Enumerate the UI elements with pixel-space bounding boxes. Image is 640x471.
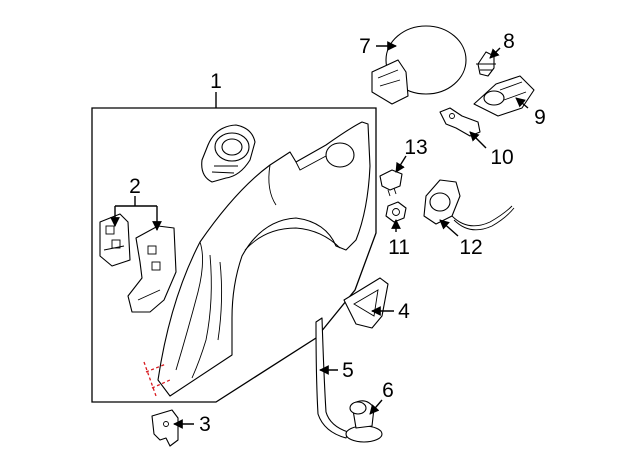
callout-7: 7 [359,35,371,58]
callout-labels: 1 2 3 4 5 6 7 8 9 10 11 12 13 [129,30,546,436]
nut [385,201,407,223]
leader-6 [369,399,383,415]
leader-12 [439,219,459,237]
callout-4: 4 [398,300,410,323]
callout-3: 3 [199,413,211,436]
callout-9: 9 [534,106,546,129]
hinge [439,107,481,137]
lower-bracket [151,409,179,447]
callout-13: 13 [404,136,427,159]
bracket-right [127,225,177,313]
quarter-panel [157,121,371,397]
actuator [473,75,535,117]
push-clip [379,169,403,197]
callout-12: 12 [459,236,482,259]
callout-2: 2 [129,175,141,198]
quarter-panel-assembly-box [91,107,377,403]
leader-9 [515,97,529,109]
fuel-door [371,25,467,105]
leader-13 [395,155,407,173]
callout-1: 1 [210,70,222,93]
callout-6: 6 [382,379,394,402]
leader-8 [489,47,501,59]
callout-5: 5 [342,359,354,382]
grommet [345,400,383,443]
release-cable [423,179,515,231]
callout-11: 11 [388,236,410,259]
leader-10 [469,131,487,149]
leader-lines [110,41,529,429]
callout-10: 10 [490,146,513,169]
callout-8: 8 [503,30,515,53]
cut-line-markers [143,361,171,397]
bracket-left [99,213,131,267]
gusset [343,277,389,329]
fuel-filler-housing [201,124,256,183]
